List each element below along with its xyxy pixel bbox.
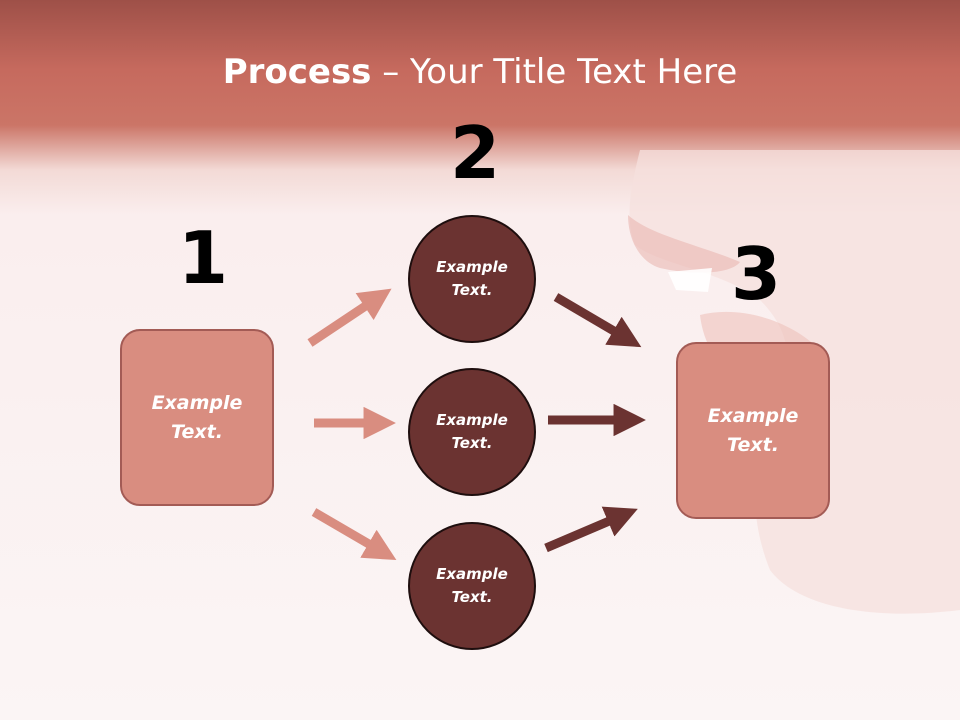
step-2-circle-middle-label: Example Text. — [436, 411, 508, 452]
arrow-1-to-bottom — [311, 508, 397, 561]
step-number-2: 2 — [450, 111, 501, 195]
step-1-label: Example Text. — [151, 391, 243, 443]
step-2-circle-bottom: Example Text. — [408, 522, 536, 650]
title-bold: Process — [222, 52, 372, 92]
title-rest: – Your Title Text Here — [371, 52, 738, 92]
step-3-box: Example Text. — [676, 342, 830, 519]
step-1-box: Example Text. — [120, 329, 274, 506]
step-3-label: Example Text. — [707, 404, 799, 456]
step-2-circle-top: Example Text. — [408, 215, 536, 343]
step-number-3: 3 — [731, 232, 782, 316]
step-2-circle-middle: Example Text. — [408, 368, 536, 496]
arrow-top-to-3 — [553, 293, 642, 348]
step-number-1: 1 — [178, 216, 229, 300]
slide-title: Process – Your Title Text Here — [0, 52, 960, 92]
arrow-bottom-to-3 — [544, 506, 638, 553]
step-2-circle-top-label: Example Text. — [436, 258, 508, 299]
step-2-circle-bottom-label: Example Text. — [436, 565, 508, 606]
arrow-1-to-top — [307, 288, 392, 347]
